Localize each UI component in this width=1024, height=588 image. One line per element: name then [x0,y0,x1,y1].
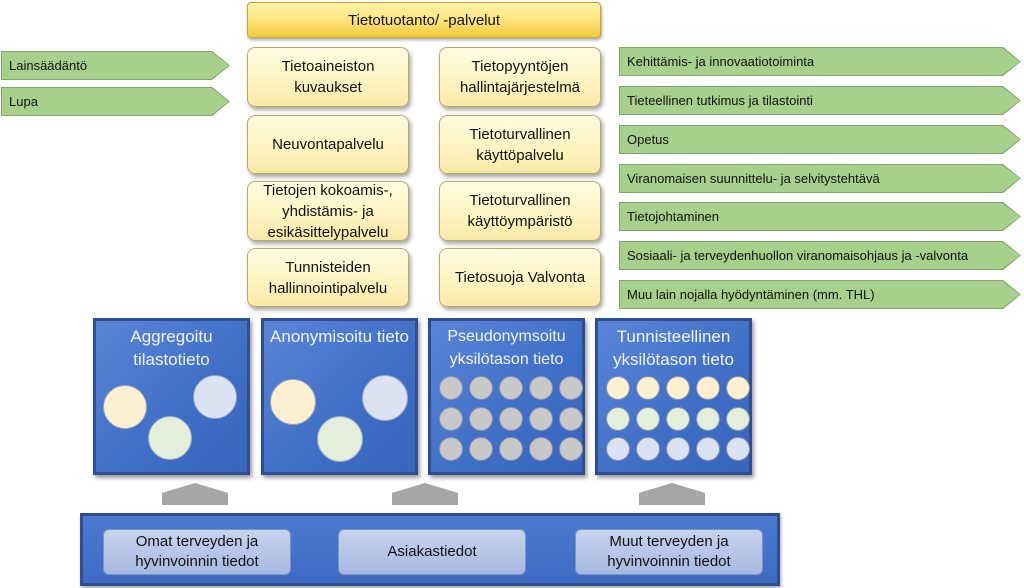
record-dot-icon [529,376,553,400]
data-level-pseudonymised: Pseudonymsoitu yksilötason tieto [428,318,585,475]
use-arrow-research: Tieteellinen tutkimus ja tilastointi [620,87,1020,114]
blue-circle-icon [193,375,237,419]
input-arrow-legislation: Lainsäädäntö [2,52,229,79]
record-dot-icon [606,376,630,400]
record-dot-icon [499,376,523,400]
green-circle-icon [317,416,363,462]
use-arrow-authority-planning: Viranomaisen suunnittelu- ja selvitysteh… [620,165,1020,192]
record-dot-icon [469,407,493,431]
service-identifier-management: Tunnisteiden hallinnointipalvelu [247,248,409,307]
use-arrow-knowledge-management: Tietojohtaminen [620,203,1020,230]
record-dot-icon [636,376,660,400]
record-dot-icon [439,376,463,400]
record-dot-icon [726,407,750,431]
source-other-health-data: Muut terveyden ja hyvinvoinnin tiedot [575,529,763,575]
data-sources-band: Omat terveyden ja hyvinvoinnin tiedot As… [80,513,780,586]
record-dot-icon [529,437,553,461]
up-arrow-icon [162,483,228,505]
source-customer-data: Asiakastiedot [338,529,526,575]
service-secure-use: Tietoturvallinen käyttöpalvelu [439,115,601,174]
record-dot-icon [696,437,720,461]
record-dot-icon [636,437,660,461]
service-advisory: Neuvontapalvelu [247,115,409,174]
data-level-label: Pseudonymsoitu yksilötason tieto [447,328,566,368]
data-level-aggregated: Aggregoitu tilastotieto [93,318,250,475]
input-arrow-permit: Lupa [2,88,229,115]
service-data-descriptions: Tietoaineiston kuvaukset [247,47,409,107]
service-data-protection: Tietosuoja Valvonta [439,248,601,307]
record-dot-icon [499,407,523,431]
record-dot-icon [726,376,750,400]
up-arrow-icon [392,483,458,505]
yellow-circle-icon [103,385,147,429]
record-dot-icon [469,437,493,461]
record-dot-icon [439,437,463,461]
services-title: Tietotuotanto/ -palvelut [247,2,601,38]
record-dot-icon [606,407,630,431]
green-circle-icon [148,416,192,460]
record-dot-icon [666,376,690,400]
record-dot-icon [529,407,553,431]
yellow-circle-icon [270,379,316,425]
data-level-label: Anonymisoitu tieto [270,327,409,346]
up-arrow-icon [639,483,705,505]
record-dot-icon [666,407,690,431]
record-dot-icon [439,407,463,431]
service-data-preprocessing: Tietojen kokoamis-, yhdistämis- ja esikä… [247,181,409,241]
record-dot-icon [469,376,493,400]
service-request-system: Tietopyyntöjen hallintajärjestelmä [439,47,601,107]
record-dot-icon [499,437,523,461]
use-arrow-supervision: Sosiaali- ja terveydenhuollon viranomais… [620,242,1020,269]
service-secure-environment: Tietoturvallinen käyttöympäristö [439,181,601,241]
use-arrow-development: Kehittämis- ja innovaatiotoiminta [620,48,1020,75]
record-dot-icon [636,407,660,431]
record-dot-icon [559,437,583,461]
record-dot-icon [606,437,630,461]
data-level-anonymised: Anonymisoitu tieto [261,318,418,475]
use-arrow-other-law: Muu lain nojalla hyödyntäminen (mm. THL) [620,281,1020,308]
data-level-label: Aggregoitu tilastotieto [130,327,213,369]
record-dot-icon [559,407,583,431]
record-dot-icon [559,376,583,400]
record-dot-icon [666,437,690,461]
source-own-health-data: Omat terveyden ja hyvinvoinnin tiedot [103,529,291,575]
blue-circle-icon [362,375,408,421]
record-dot-icon [696,376,720,400]
data-level-label: Tunnisteellinen yksilötason tieto [613,327,734,369]
record-dot-icon [726,437,750,461]
use-arrow-teaching: Opetus [620,126,1020,153]
record-dot-icon [696,407,720,431]
data-level-identifiable: Tunnisteellinen yksilötason tieto [595,318,752,475]
